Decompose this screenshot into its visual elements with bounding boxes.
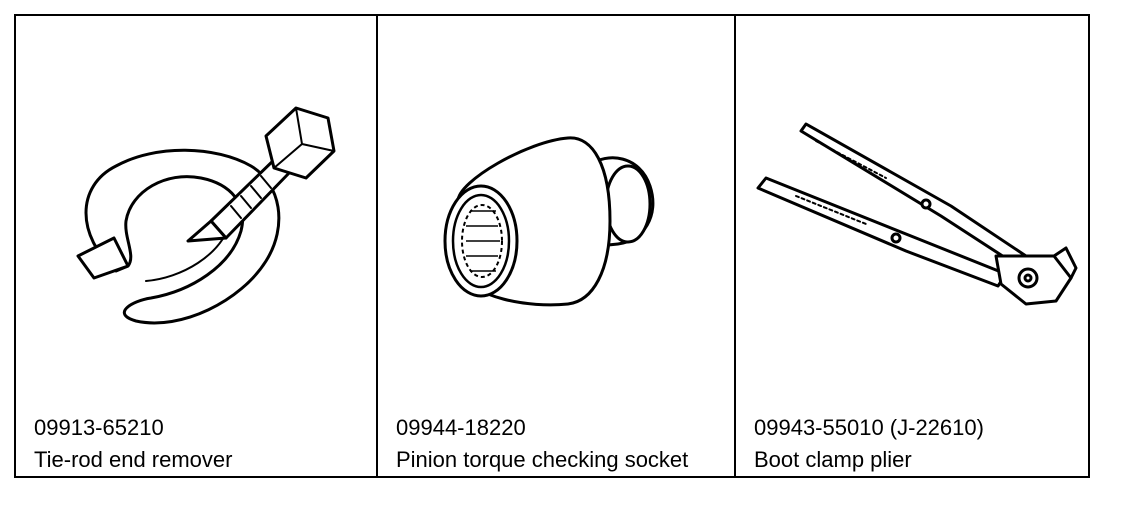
part-number: 09943-55010 (J-22610): [754, 415, 984, 440]
part-number: 09944-18220: [396, 415, 526, 440]
tool-name: Boot clamp plier: [754, 447, 912, 472]
tool-name: Pinion torque checking socket: [396, 447, 689, 472]
part-number: 09913-65210: [34, 415, 164, 440]
plier-icon: [736, 16, 1088, 396]
tool-name: Tie-rod end remover: [34, 447, 233, 472]
tool-cell-tie-rod-end-remover: 09913-65210 Tie-rod end remover: [16, 16, 376, 476]
tool-caption: 09943-55010 (J-22610) Boot clamp plier: [754, 412, 984, 476]
tool-caption: 09913-65210 Tie-rod end remover: [34, 412, 232, 476]
tie-rod-end-remover-icon: [16, 16, 376, 396]
tool-cell-pinion-torque-checking-socket: 09944-18220 Pinion torque checking socke…: [376, 16, 734, 476]
socket-icon: [378, 16, 734, 396]
tool-cell-boot-clamp-plier: 09943-55010 (J-22610) Boot clamp plier: [734, 16, 1088, 476]
tool-caption: 09944-18220 Pinion torque checking socke…: [396, 412, 688, 476]
special-tools-table: 09913-65210 Tie-rod end remover: [14, 14, 1090, 478]
